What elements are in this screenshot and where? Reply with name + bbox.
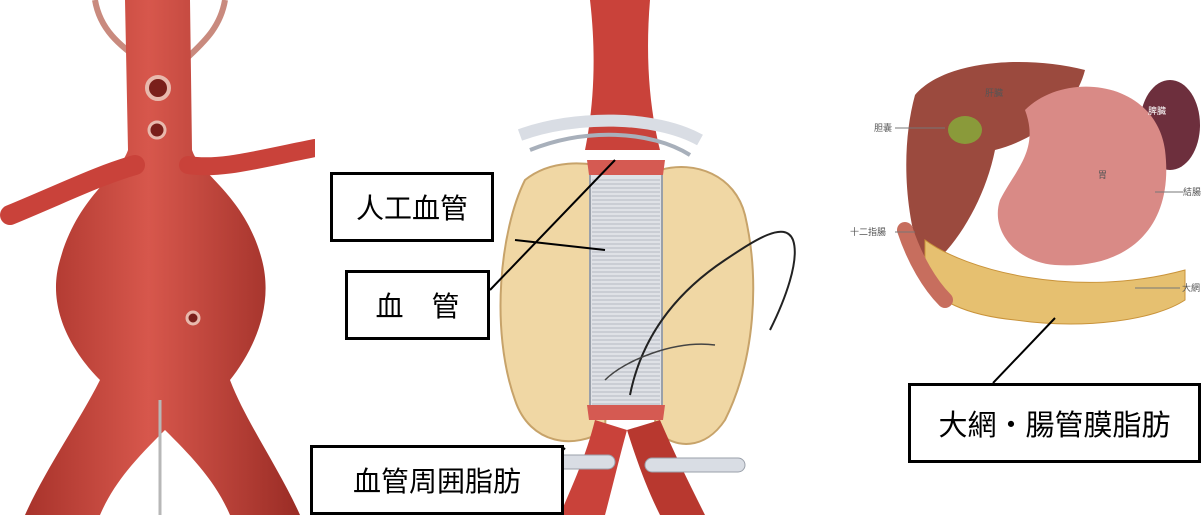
organ-label-spleen: 脾臓: [1148, 104, 1166, 117]
label-omentum-mesenteric-fat: 大網・腸管膜脂肪: [908, 383, 1201, 463]
label-graft-text: 人工血管: [356, 187, 468, 227]
celiac-ostium: [147, 77, 169, 99]
aortic-aneurysm-illustration: [0, 0, 315, 515]
leader-omentum-fat: [993, 318, 1055, 383]
top-branch-right: [185, 0, 225, 60]
organ-label-stomach: 胃: [1098, 168, 1107, 181]
organ-label-colon: 結腸: [1183, 185, 1201, 198]
organ-label-duodenum: 十二指腸: [850, 225, 886, 238]
label-vessel-text: 血 管: [375, 285, 459, 325]
graft-tube: [590, 165, 662, 415]
label-perivascular-fat: 血管周囲脂肪: [310, 445, 564, 515]
renal-artery-right: [188, 148, 315, 166]
label-vessel: 血 管: [345, 270, 490, 340]
sac-right: [655, 167, 753, 444]
aorta-drawing: [0, 0, 315, 515]
label-omentum-mesenteric-fat-text: 大網・腸管膜脂肪: [938, 402, 1170, 444]
label-perivascular-fat-text: 血管周囲脂肪: [353, 460, 521, 500]
label-graft: 人工血管: [330, 172, 494, 242]
ima-ostium: [187, 312, 199, 324]
organ-label-gallbladder: 胆嚢: [874, 121, 892, 134]
organ-label-omentum: 大網: [1182, 281, 1200, 294]
organ-label-liver: 肝臓: [985, 86, 1003, 99]
graft-drawing: [315, 0, 835, 515]
distal-clamp-right: [645, 458, 745, 472]
graft-replacement-illustration: [315, 0, 835, 515]
gallbladder: [948, 116, 982, 144]
proximal-anastomosis: [587, 160, 665, 175]
distal-anastomosis: [587, 405, 665, 420]
sma-ostium: [149, 122, 165, 138]
